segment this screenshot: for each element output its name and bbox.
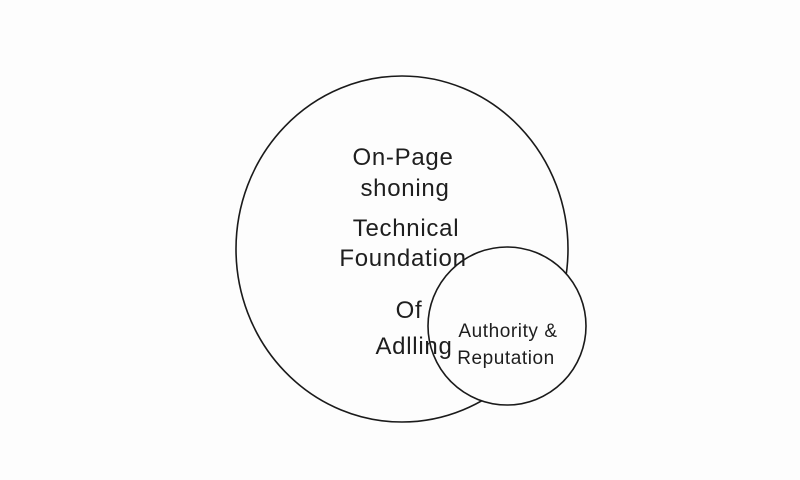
large-circle-label-line-5: Of <box>396 297 423 324</box>
large-circle-label-line-6: Adlling <box>375 333 452 360</box>
large-circle-label-line-3: Technical <box>353 215 460 242</box>
large-circle-label-line-1: On-Page <box>352 144 453 171</box>
large-circle-label-line-2: shoning <box>360 175 449 202</box>
large-circle <box>235 75 569 423</box>
large-circle-label-line-4: Foundation <box>339 245 466 272</box>
small-circle-label-line-1: Authority & <box>458 321 557 342</box>
small-circle-label-line-2: Reputation <box>457 348 555 369</box>
small-circle <box>427 246 587 406</box>
